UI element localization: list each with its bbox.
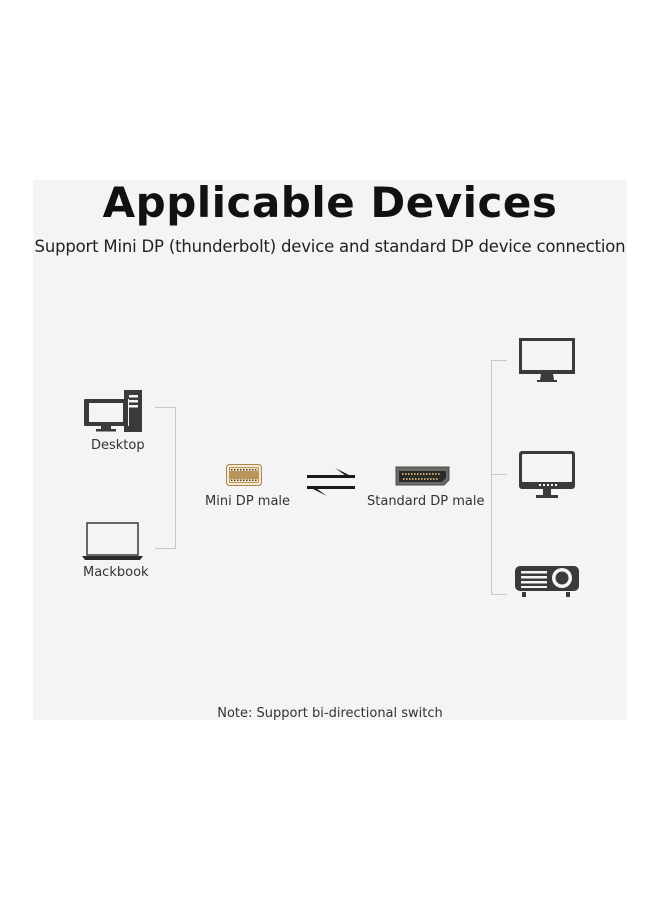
page-title: Applicable Devices bbox=[102, 178, 558, 227]
desktop-label: Desktop bbox=[91, 438, 145, 453]
tv-icon bbox=[519, 451, 575, 498]
page-subtitle: Support Mini DP (thunderbolt) device and… bbox=[34, 237, 626, 256]
right-bracket-top bbox=[491, 360, 507, 361]
standard-dp-connector-icon bbox=[395, 466, 450, 486]
monitor-icon bbox=[519, 338, 575, 382]
desktop-icon bbox=[84, 390, 142, 432]
mini-dp-connector-icon bbox=[226, 464, 262, 486]
laptop-icon bbox=[82, 522, 143, 560]
right-bracket-bottom bbox=[491, 594, 507, 595]
left-bracket-bottom bbox=[155, 548, 176, 549]
bidirectional-arrows-icon bbox=[307, 468, 355, 496]
left-bracket-top bbox=[155, 407, 175, 408]
right-bracket-middle bbox=[491, 474, 507, 475]
mini-dp-label: Mini DP male bbox=[205, 494, 291, 509]
mackbook-label: Mackbook bbox=[83, 565, 149, 580]
standard-dp-label: Standard DP male bbox=[367, 494, 485, 509]
left-bracket-vertical bbox=[175, 407, 176, 548]
projector-icon bbox=[515, 566, 579, 597]
right-bracket-vertical bbox=[491, 360, 492, 594]
footer-note: Note: Support bi-directional switch bbox=[217, 706, 443, 721]
diagram-panel bbox=[33, 180, 627, 720]
